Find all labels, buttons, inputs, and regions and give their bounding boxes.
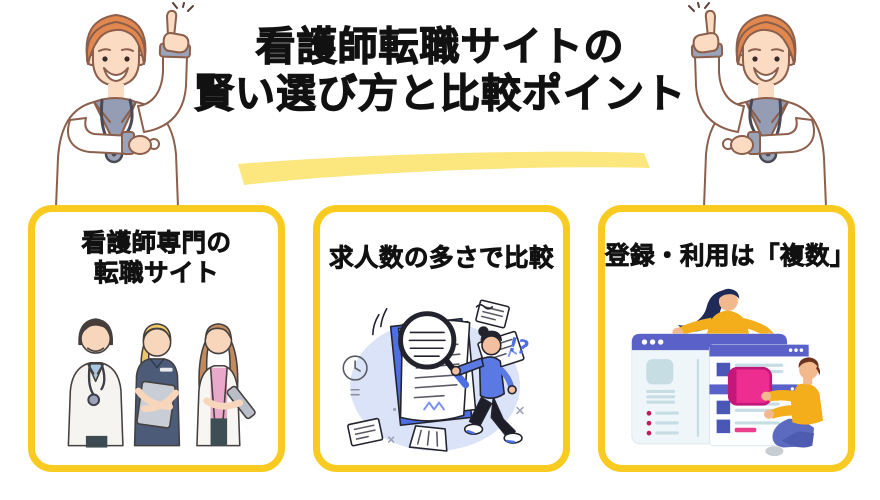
bullet-list [646, 411, 679, 436]
man-figure [760, 357, 823, 457]
card-nurse-specialized-site: 看護師専門の 転職サイト [28, 205, 285, 472]
card1-title: 看護師専門の 転職サイト [81, 212, 232, 292]
card3-title: 登録・利用は「複数」 [605, 212, 855, 287]
female-doctor-figure [195, 323, 256, 447]
card-compare-job-count: 求人数の多さで比較 [313, 205, 570, 472]
card2-title: 求人数の多さで比較 [329, 212, 554, 291]
page-title-line2: 賢い選び方と比較ポイント [193, 72, 686, 117]
page-title-line1: 看護師転職サイトの [255, 24, 625, 69]
person-figure [450, 326, 523, 444]
medical-team-illustration [67, 318, 256, 448]
nurse-figure [133, 323, 180, 447]
document-search-illustration: !? [341, 299, 531, 452]
card1-title-line2: 転職サイト [94, 260, 219, 288]
male-doctor-figure [67, 318, 124, 448]
card1-title-line1: 看護師専門の [81, 230, 232, 258]
multiple-site-registration-illustration [630, 288, 823, 457]
page-title: 看護師転職サイトの 賢い選び方と比較ポイント [0, 24, 880, 118]
card3-title-line1: 登録・利用は「複数」 [605, 242, 855, 270]
svg-text:!?: !? [505, 333, 530, 360]
card-register-multiple: 登録・利用は「複数」 [598, 205, 855, 472]
pink-box [727, 366, 772, 406]
yellow-brush-highlight [238, 151, 650, 185]
card2-title-line1: 求人数の多さで比較 [329, 244, 554, 272]
